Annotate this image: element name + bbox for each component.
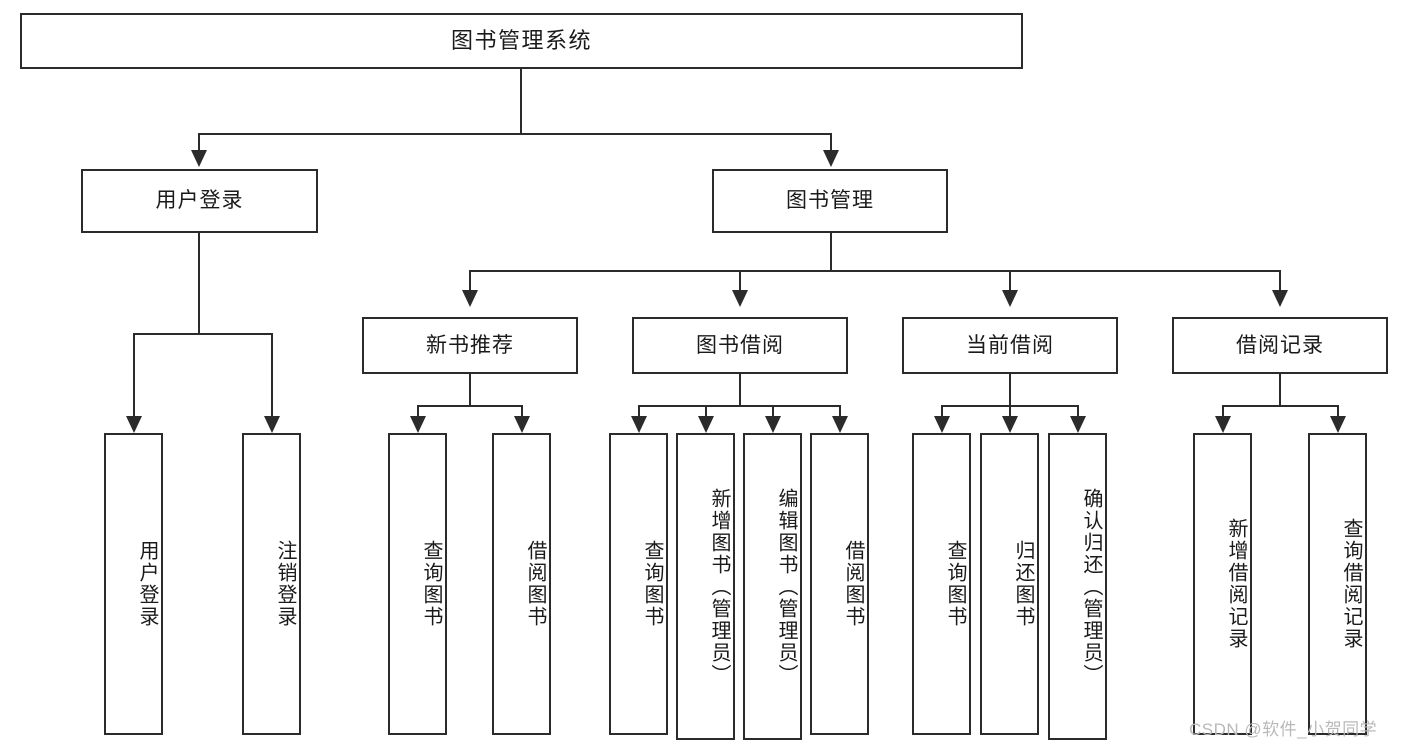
connector-new-book-bus [417, 405, 521, 407]
node-label: 新书推荐 [426, 333, 514, 357]
connector-borrow-record-bus [1222, 405, 1337, 407]
leaf-node-query-book-2[interactable]: 查询图书 [609, 433, 668, 735]
connector-book-management-stem [830, 233, 832, 271]
connector-user-login-leaf1-drop [133, 333, 135, 418]
arrow-to-leaf-query-book-3 [934, 416, 950, 433]
leaf-node-query-book-1[interactable]: 查询图书 [388, 433, 447, 735]
connector-current-borrow-stem [1009, 374, 1011, 406]
leaf-node-return-book[interactable]: 归还图书 [980, 433, 1039, 735]
connector-current-borrow-drop-2 [1009, 405, 1011, 418]
leaf-node-add-book[interactable]: 新增图书（管理员） [676, 433, 735, 740]
connector-level3-bus [469, 270, 1281, 272]
leaf-label: 借阅图书 [842, 540, 864, 628]
arrow-to-leaf-logout-login [264, 416, 280, 433]
node-label: 用户登录 [155, 189, 244, 213]
arrow-to-leaf-query-book-2 [631, 416, 647, 433]
arrow-to-leaf-confirm-return [1070, 416, 1086, 433]
connector-level3-drop-3 [1009, 270, 1011, 292]
arrow-to-book-management [823, 150, 839, 167]
node-label: 图书管理 [786, 189, 874, 213]
arrow-to-current-borrow [1002, 290, 1018, 307]
node-label: 图书管理系统 [450, 27, 592, 53]
connector-book-borrow-drop-3 [772, 405, 774, 418]
connector-current-borrow-drop-1 [941, 405, 943, 418]
connector-book-borrow-drop-4 [839, 405, 841, 418]
node-book-borrow[interactable]: 图书借阅 [632, 317, 848, 374]
arrow-to-leaf-user-login [126, 416, 142, 433]
connector-level3-drop-4 [1279, 270, 1281, 292]
leaf-node-edit-book[interactable]: 编辑图书（管理员） [743, 433, 802, 740]
leaf-label: 查询图书 [641, 540, 663, 628]
leaf-label: 查询图书 [944, 540, 966, 628]
leaf-node-borrow-book-1[interactable]: 借阅图书 [492, 433, 551, 735]
node-label: 当前借阅 [966, 333, 1054, 357]
connector-borrow-record-stem [1279, 374, 1281, 406]
arrow-to-leaf-add-book [698, 416, 714, 433]
leaf-node-borrow-book-2[interactable]: 借阅图书 [810, 433, 869, 735]
leaf-label: 确认归还（管理员） [1080, 487, 1102, 686]
node-borrow-record[interactable]: 借阅记录 [1172, 317, 1388, 374]
arrow-to-book-borrow [732, 290, 748, 307]
connector-user-login-stem [198, 233, 200, 334]
leaf-label: 归还图书 [1012, 540, 1034, 628]
leaf-label: 新增图书（管理员） [708, 487, 730, 686]
node-book-management[interactable]: 图书管理 [712, 169, 948, 233]
connector-book-borrow-drop-2 [705, 405, 707, 418]
arrow-to-leaf-return-book [1002, 416, 1018, 433]
leaf-node-confirm-return[interactable]: 确认归还（管理员） [1048, 433, 1107, 740]
connector-level2-bus [198, 133, 832, 135]
leaf-node-query-book-3[interactable]: 查询图书 [912, 433, 971, 735]
node-new-book-recommend[interactable]: 新书推荐 [362, 317, 578, 374]
connector-level2-right-drop [830, 133, 832, 153]
leaf-node-user-login[interactable]: 用户登录 [104, 433, 163, 735]
connector-level2-left-drop [198, 133, 200, 153]
arrow-to-leaf-add-record [1215, 416, 1231, 433]
connector-new-book-drop-1 [417, 405, 419, 418]
connector-borrow-record-drop-1 [1222, 405, 1224, 418]
arrow-to-leaf-borrow-book-1 [514, 416, 530, 433]
arrow-to-new-book-recommend [462, 290, 478, 307]
node-user-login[interactable]: 用户登录 [81, 169, 318, 233]
connector-level3-drop-1 [469, 270, 471, 292]
connector-level3-drop-2 [739, 270, 741, 292]
connector-user-login-bus [133, 333, 271, 335]
arrow-to-user-login [191, 150, 207, 167]
leaf-label: 查询图书 [420, 540, 442, 628]
leaf-label: 借阅图书 [524, 540, 546, 628]
node-book-management-system[interactable]: 图书管理系统 [20, 13, 1023, 69]
node-label: 图书借阅 [696, 333, 784, 357]
arrow-to-leaf-borrow-book-2 [832, 416, 848, 433]
leaf-label: 编辑图书（管理员） [775, 487, 797, 686]
arrow-to-leaf-edit-book [765, 416, 781, 433]
connector-book-borrow-bus [638, 405, 840, 407]
connector-new-book-stem [469, 374, 471, 406]
leaf-label: 用户登录 [136, 540, 158, 628]
leaf-node-logout-login[interactable]: 注销登录 [242, 433, 301, 735]
leaf-node-add-record[interactable]: 新增借阅记录 [1193, 433, 1252, 735]
arrow-to-borrow-record [1272, 290, 1288, 307]
watermark-text: CSDN @软件_小贺同学 [1189, 720, 1378, 739]
arrow-to-leaf-query-record [1330, 416, 1346, 433]
arrow-to-leaf-query-book-1 [410, 416, 426, 433]
leaf-label: 新增借阅记录 [1225, 518, 1247, 650]
node-current-borrow[interactable]: 当前借阅 [902, 317, 1118, 374]
leaf-label: 查询借阅记录 [1340, 518, 1362, 650]
connector-borrow-record-drop-2 [1337, 405, 1339, 418]
connector-current-borrow-drop-3 [1077, 405, 1079, 418]
connector-new-book-drop-2 [521, 405, 523, 418]
leaf-node-query-record[interactable]: 查询借阅记录 [1308, 433, 1367, 735]
node-label: 借阅记录 [1236, 333, 1324, 357]
connector-root-stem [520, 69, 522, 134]
leaf-label: 注销登录 [274, 540, 296, 628]
connector-user-login-leaf2-drop [271, 333, 273, 418]
connector-book-borrow-drop-1 [638, 405, 640, 418]
connector-book-borrow-stem [739, 374, 741, 406]
